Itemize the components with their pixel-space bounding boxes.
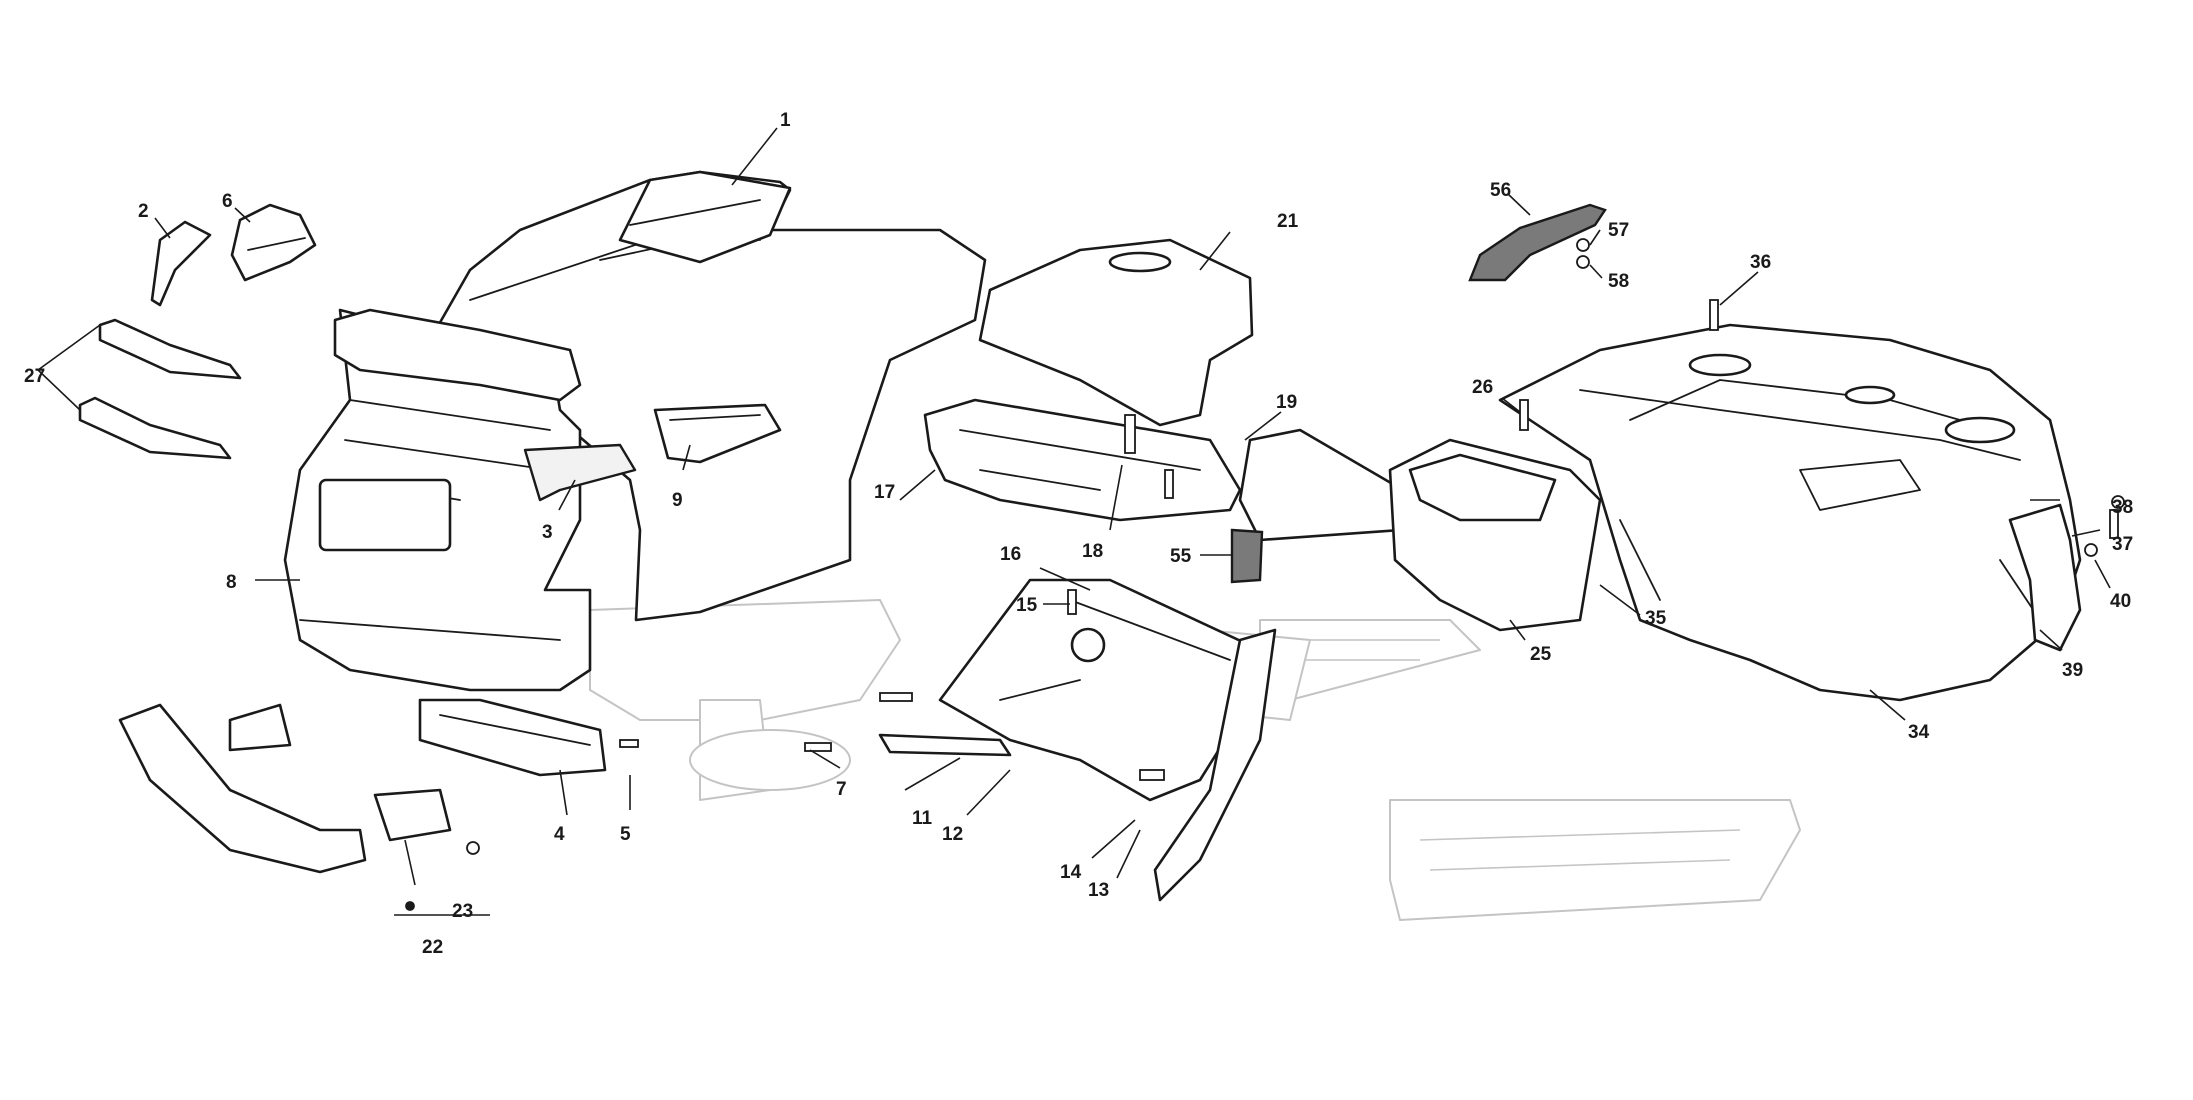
part-27-trim-strips <box>78 318 242 460</box>
hardware-items <box>466 238 2125 855</box>
part-4-mounting-plate <box>418 698 607 777</box>
part-side-panel <box>523 443 637 502</box>
callout-19: 19 <box>1276 392 1297 413</box>
callout-16: 16 <box>1000 544 1021 565</box>
callout-58: 58 <box>1608 271 1629 292</box>
part-11-strap <box>878 733 1012 757</box>
callout-5: 5 <box>620 824 631 845</box>
callout-23: 23 <box>452 901 473 922</box>
callout-22: 22 <box>422 937 443 958</box>
callout-12: 12 <box>942 824 963 845</box>
part-hood <box>428 170 987 622</box>
callout-13: 13 <box>1088 880 1109 901</box>
callout-27: 27 <box>24 366 45 387</box>
callout-38: 38 <box>2112 497 2133 518</box>
part-39-rear-bracket <box>2008 503 2082 652</box>
part-55-knob <box>1230 528 1264 584</box>
part-2-headlight-cover <box>150 220 212 307</box>
callout-15: 15 <box>1016 595 1038 616</box>
callout-2: 2 <box>138 201 149 222</box>
callout-25: 25 <box>1530 644 1552 665</box>
callout-17: 17 <box>874 482 895 503</box>
callout-labels: 1 2 3 4 5 6 7 8 9 11 12 13 14 15 16 17 1… <box>24 110 2133 958</box>
leader-lines <box>37 127 2111 916</box>
part-air-intake <box>653 403 782 464</box>
callout-26: 26 <box>1472 377 1493 398</box>
callout-18: 18 <box>1082 541 1103 562</box>
callout-39: 39 <box>2062 660 2083 681</box>
part-16-lower-shield <box>938 578 1262 802</box>
part-21-dash-cover <box>978 238 1254 427</box>
callout-21: 21 <box>1277 211 1299 232</box>
callout-56: 56 <box>1490 180 1511 201</box>
callout-4: 4 <box>554 824 565 845</box>
callout-9: 9 <box>672 490 683 511</box>
callout-35: 35 <box>1645 608 1667 629</box>
part-56-grab-handle <box>1468 203 1607 282</box>
callout-37: 37 <box>2112 534 2133 555</box>
part-front-grille <box>283 308 592 692</box>
callout-7: 7 <box>836 779 847 800</box>
callout-3: 3 <box>542 522 553 543</box>
callout-55: 55 <box>1170 546 1192 567</box>
part-13-side-fender <box>1153 628 1277 902</box>
callout-8: 8 <box>226 572 237 593</box>
callout-40: 40 <box>2110 591 2131 612</box>
callout-1: 1 <box>780 110 791 131</box>
callout-36: 36 <box>1750 252 1771 273</box>
callout-14: 14 <box>1060 862 1082 883</box>
part-6-lamp-housing <box>230 203 317 282</box>
callout-11: 11 <box>912 808 933 829</box>
part-17-console-panel <box>923 398 1242 522</box>
callout-34: 34 <box>1908 722 1930 743</box>
callout-6: 6 <box>222 191 233 212</box>
part-25-battery-box <box>1388 438 1602 632</box>
part-34-rear-body <box>1498 323 2082 702</box>
part-22-front-bumper <box>118 703 452 874</box>
callout-57: 57 <box>1608 220 1629 241</box>
